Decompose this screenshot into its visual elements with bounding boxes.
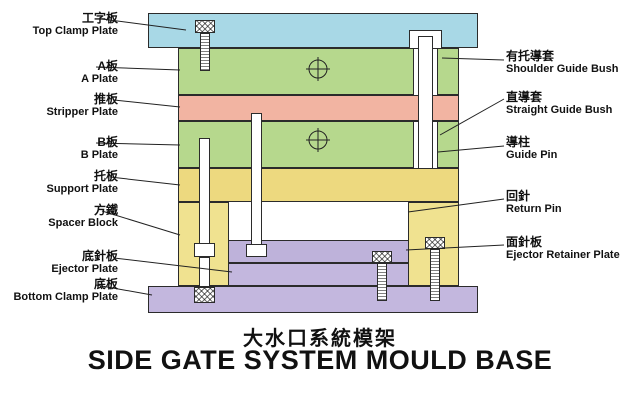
label-zh: 方鐵 <box>93 203 118 217</box>
label-en: Support Plate <box>46 183 118 195</box>
label-zh: A板 <box>97 59 118 73</box>
label-en: Top Clamp Plate <box>32 25 118 37</box>
ejector-plate <box>228 263 409 286</box>
label-en: Spacer Block <box>48 217 118 229</box>
label-zh: 面針板 <box>506 235 543 249</box>
label-en: Shoulder Guide Bush <box>506 63 619 75</box>
label-zh: 直導套 <box>506 90 543 104</box>
spacer-screw-shaft <box>430 249 440 301</box>
label-ejector-retainer-plate: 面針板 Ejector Retainer Plate <box>506 235 640 261</box>
label-en: Bottom Clamp Plate <box>13 291 118 303</box>
ejector-screw-shaft <box>377 263 387 301</box>
top-screw-shaft <box>200 33 210 71</box>
label-straight-guide-bush: 直導套 Straight Guide Bush <box>506 90 640 116</box>
label-guide-pin: 導柱 Guide Pin <box>506 135 640 161</box>
ejector-pin-head <box>246 244 267 257</box>
label-en: Ejector Plate <box>51 263 118 275</box>
diagram-title-english: SIDE GATE SYSTEM MOULD BASE <box>87 345 553 375</box>
label-bottom-clamp-plate: 底板 Bottom Clamp Plate <box>0 277 118 303</box>
label-a-plate: A板 A Plate <box>0 59 118 85</box>
label-zh: 底針板 <box>81 249 118 263</box>
label-stripper-plate: 推板 Stripper Plate <box>0 92 118 118</box>
label-return-pin: 回針 Return Pin <box>506 189 640 215</box>
ejector-retainer-plate <box>228 240 409 263</box>
diagram-title-chinese: 大水口系統模架 <box>243 328 397 350</box>
label-zh: B板 <box>97 135 118 149</box>
label-en: Ejector Retainer Plate <box>506 249 620 261</box>
leader-line <box>113 99 181 108</box>
label-ejector-plate: 底針板 Ejector Plate <box>0 249 118 275</box>
top-screw-head <box>195 20 215 33</box>
label-en: Return Pin <box>506 203 562 215</box>
label-zh: 工字板 <box>81 11 118 25</box>
label-top-clamp-plate: 工字板 Top Clamp Plate <box>0 11 118 37</box>
label-zh: 回針 <box>506 189 531 203</box>
label-zh: 推板 <box>93 92 118 106</box>
label-en: Stripper Plate <box>46 106 118 118</box>
label-b-plate: B板 B Plate <box>0 135 118 161</box>
return-pin-head <box>194 243 215 257</box>
label-spacer-block: 方鐵 Spacer Block <box>0 203 118 229</box>
return-pin-lower-shaft <box>199 257 210 287</box>
label-zh: 托板 <box>93 169 118 183</box>
label-support-plate: 托板 Support Plate <box>0 169 118 195</box>
spacer-screw-head <box>425 237 445 249</box>
leader-line <box>109 176 181 186</box>
support-plate <box>178 168 459 202</box>
label-en: A Plate <box>81 73 118 85</box>
label-en: B Plate <box>80 149 118 161</box>
return-pin-screw-head <box>194 287 215 303</box>
label-zh: 有托導套 <box>506 49 555 63</box>
stripper-plate <box>178 95 459 121</box>
label-zh: 底板 <box>93 277 118 291</box>
label-shoulder-guide-bush: 有托導套 Shoulder Guide Bush <box>506 49 640 75</box>
ejector-screw-head <box>372 251 392 263</box>
guide-pin <box>418 36 433 169</box>
label-en: Guide Pin <box>506 149 558 161</box>
return-pin-shaft <box>199 138 210 248</box>
label-zh: 導柱 <box>506 135 531 149</box>
ejector-pin-shaft <box>251 113 262 248</box>
label-en: Straight Guide Bush <box>506 104 613 116</box>
